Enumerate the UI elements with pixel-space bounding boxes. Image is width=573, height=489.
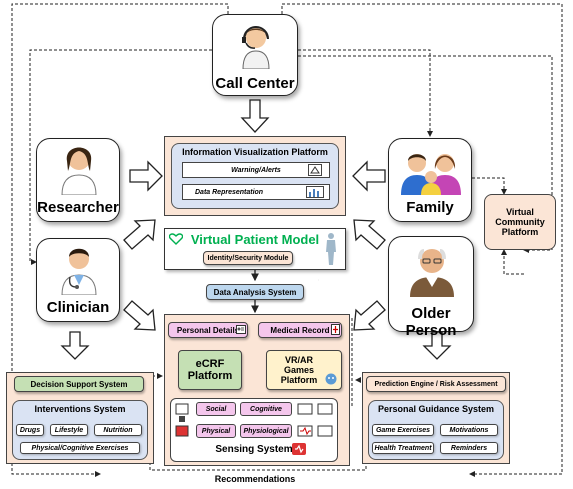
family-label: Family xyxy=(406,199,454,216)
personal-details-label: Personal Details xyxy=(176,325,240,335)
sensor-cognitive[interactable]: Cognitive xyxy=(240,402,292,416)
guidance-health-treatment-label: Health Treatment xyxy=(374,445,432,452)
info-vis-title: Information Visualization Platform xyxy=(182,147,328,157)
dss-title-box[interactable]: Decision Support System xyxy=(14,376,144,392)
info-vis-inner: Information Visualization Platform Warni… xyxy=(171,143,339,209)
virtual-community-panel[interactable]: Virtual Community Platform xyxy=(484,194,556,250)
data-analysis-box[interactable]: Data Analysis System xyxy=(206,284,304,300)
prediction-title-box[interactable]: Prediction Engine / Risk Assessment xyxy=(366,376,506,392)
family-card[interactable]: Family xyxy=(388,138,472,222)
medical-record-box[interactable]: Medical Record xyxy=(258,322,342,338)
intervention-nutrition-label: Nutrition xyxy=(103,427,133,434)
human-body-icon xyxy=(326,233,336,265)
guidance-game-exercises-label: Game Exercises xyxy=(375,427,431,434)
guidance-title: Personal Guidance System xyxy=(377,404,495,414)
virtual-community-label: Virtual Community Platform xyxy=(495,207,545,237)
sensor-social[interactable]: Social xyxy=(196,402,236,416)
guidance-motivations[interactable]: Motivations xyxy=(440,424,498,436)
heart-icon xyxy=(292,443,306,455)
info-vis-panel: Information Visualization Platform Warni… xyxy=(164,136,346,216)
personal-details-box[interactable]: Personal Details xyxy=(168,322,248,338)
data-analysis-label: Data Analysis System xyxy=(213,287,297,297)
sensor-icon xyxy=(297,403,333,437)
warnings-box[interactable]: Warning/Alerts xyxy=(182,162,330,178)
guidance-reminders[interactable]: Reminders xyxy=(440,442,498,454)
heart-icon xyxy=(169,233,183,245)
ecrf-label: eCRF Platform xyxy=(187,358,233,382)
doctor-icon xyxy=(61,248,97,295)
recommendations-label: Recommendations xyxy=(214,474,296,484)
data-representation-box[interactable]: Data Representation xyxy=(182,184,330,200)
sensor-physical[interactable]: Physical xyxy=(196,424,236,438)
call-center-label: Call Center xyxy=(215,75,295,92)
intervention-exercises[interactable]: Physical/Cognitive Exercises xyxy=(20,442,140,454)
intervention-lifestyle[interactable]: Lifestyle xyxy=(50,424,88,436)
researcher-card[interactable]: Researcher xyxy=(36,138,120,222)
sensor-physical-label: Physical xyxy=(201,428,231,435)
data-representation-label: Data Representation xyxy=(195,189,264,196)
sensor-physiological[interactable]: Physiological xyxy=(240,424,292,438)
older-person-card[interactable]: Older Person xyxy=(388,236,474,339)
game-icon xyxy=(325,373,337,385)
call-center-card[interactable]: Call Center xyxy=(212,14,298,96)
guidance-motivations-label: Motivations xyxy=(449,427,489,434)
sensing-system-label: Sensing System xyxy=(215,444,293,455)
researcher-icon xyxy=(61,147,97,195)
intervention-drugs-label: Drugs xyxy=(19,427,41,434)
warnings-label: Warning/Alerts xyxy=(231,166,281,174)
sensor-physiological-label: Physiological xyxy=(243,428,289,435)
sensor-icon xyxy=(175,403,189,437)
guidance-game-exercises[interactable]: Game Exercises xyxy=(372,424,434,436)
identity-module-label: Identity/Security Module xyxy=(207,254,289,262)
games-label: VR/AR Games Platform xyxy=(280,355,318,385)
operator-headset-icon xyxy=(242,26,270,69)
medical-record-label: Medical Record xyxy=(270,325,330,335)
identity-module-box[interactable]: Identity/Security Module xyxy=(203,251,293,265)
intervention-nutrition[interactable]: Nutrition xyxy=(94,424,142,436)
clinician-label: Clinician xyxy=(46,299,110,316)
intervention-exercises-label: Physical/Cognitive Exercises xyxy=(31,445,129,452)
sensor-cognitive-label: Cognitive xyxy=(250,406,282,413)
intervention-lifestyle-label: Lifestyle xyxy=(54,427,84,434)
id-card-icon xyxy=(236,325,246,334)
older-person-label: Older Person xyxy=(405,305,457,339)
researcher-label: Researcher xyxy=(37,199,119,216)
ecrf-box[interactable]: eCRF Platform xyxy=(178,350,242,390)
prediction-title: Prediction Engine / Risk Assessment xyxy=(374,380,498,388)
family-icon xyxy=(401,154,461,195)
guidance-reminders-label: Reminders xyxy=(450,445,488,452)
chart-icon xyxy=(306,186,324,198)
vpm-title: Virtual Patient Model xyxy=(190,232,320,247)
vpm-panel: Virtual Patient Model Identity/Security … xyxy=(164,228,346,270)
sensor-social-label: Social xyxy=(205,406,227,413)
medical-record-icon xyxy=(331,324,340,335)
interventions-title: Interventions System xyxy=(34,404,126,414)
dss-title: Decision Support System xyxy=(30,379,128,389)
elderly-man-icon xyxy=(410,249,454,297)
clinician-card[interactable]: Clinician xyxy=(36,238,120,322)
alert-icon xyxy=(308,164,322,176)
intervention-drugs[interactable]: Drugs xyxy=(16,424,44,436)
guidance-health-treatment[interactable]: Health Treatment xyxy=(372,442,434,454)
